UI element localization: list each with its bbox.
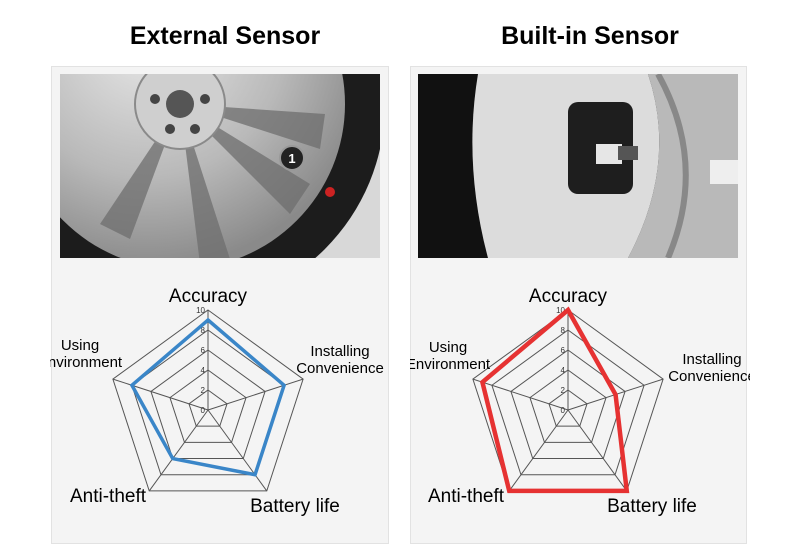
grid-ring	[510, 349, 626, 460]
axis-label: Anti-theft	[428, 486, 505, 507]
axis-spoke	[148, 409, 209, 492]
tick-label: 8	[201, 326, 206, 335]
axis-spoke	[112, 378, 209, 411]
tick-label: 8	[561, 326, 566, 335]
data-point	[282, 383, 286, 387]
series-polygon	[479, 306, 630, 494]
axis-spoke	[508, 409, 569, 492]
external-sensor-title: External Sensor	[129, 22, 321, 50]
valve-cap-sensor-icon	[279, 145, 305, 171]
grid-ring	[491, 329, 645, 476]
tick-label: 6	[561, 346, 566, 355]
axis-spoke	[207, 409, 268, 492]
grid-ring	[169, 369, 247, 443]
data-point	[566, 308, 570, 312]
data-point	[253, 473, 257, 477]
axis-label: Accuracy	[169, 286, 248, 307]
series-polygon	[129, 317, 287, 477]
data-point	[507, 489, 511, 493]
tick-label: 0	[201, 406, 206, 415]
axis-label: Anti-theft	[70, 486, 147, 507]
axis-spoke	[207, 378, 304, 411]
data-point	[614, 393, 618, 397]
built-in-sensor-title: Built-in Sensor	[501, 22, 679, 50]
data-point	[480, 380, 484, 384]
axis-spoke	[472, 378, 569, 411]
sensor-number-label: 1	[288, 151, 295, 166]
grid-ring	[150, 349, 266, 460]
grid-ring	[548, 389, 588, 427]
data-point	[130, 383, 134, 387]
external-sensor-photo: 1	[60, 74, 380, 258]
grid-ring	[529, 369, 607, 443]
grid-ring	[188, 389, 228, 427]
axis-label: Battery life	[607, 496, 697, 517]
tick-label: 4	[561, 366, 566, 375]
tick-label: 6	[201, 346, 206, 355]
tick-label: 0	[561, 406, 566, 415]
tick-label: 2	[201, 386, 206, 395]
grid-ring	[112, 309, 304, 492]
data-point	[625, 489, 629, 493]
built-in-sensor-photo	[418, 74, 738, 258]
tick-label: 4	[201, 366, 206, 375]
tick-label: 10	[196, 306, 205, 315]
axis-label: Accuracy	[529, 286, 608, 307]
tick-label: 2	[561, 386, 566, 395]
axis-spoke	[567, 409, 628, 492]
tick-label: 10	[556, 306, 565, 315]
data-point	[206, 318, 210, 322]
axis-label: Battery life	[250, 496, 340, 517]
data-point	[171, 457, 175, 461]
